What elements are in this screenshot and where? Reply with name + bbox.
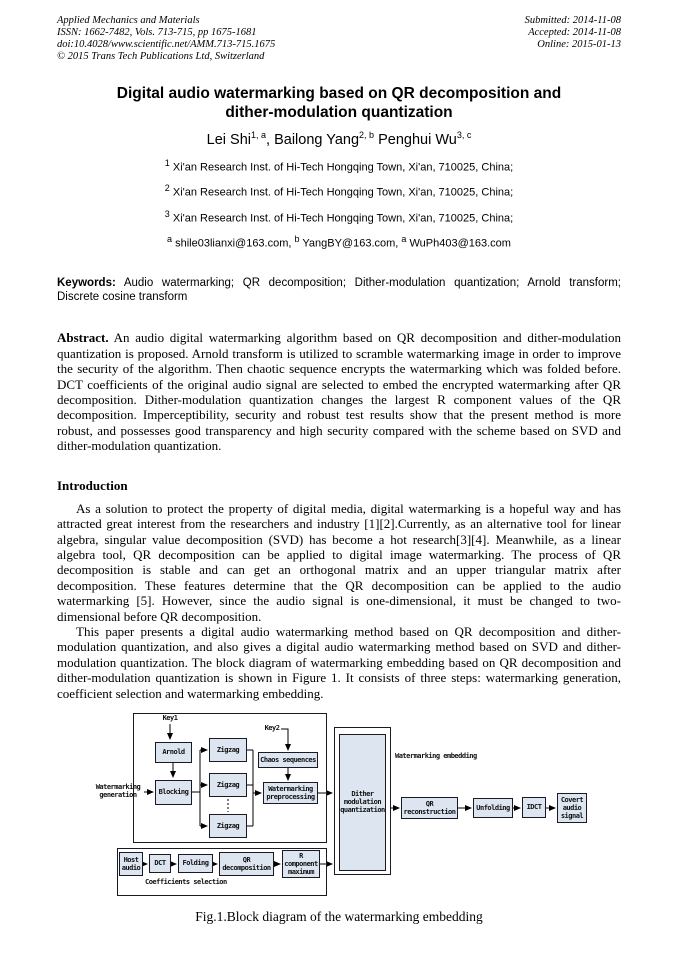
diagram-label-watermarking-embedding: Watermarking embedding bbox=[395, 751, 477, 760]
journal-doi: doi:10.4028/www.scientific.net/AMM.713-7… bbox=[57, 39, 276, 50]
diagram-box-chaos-sequences: Chaos sequences bbox=[258, 751, 318, 768]
email-address: YangBY@163.com, bbox=[299, 237, 399, 250]
figure-block-diagram: Key1 Key2 Watermarking generation Waterm… bbox=[95, 710, 595, 902]
author-name: Bailong Yang bbox=[274, 131, 360, 148]
keywords-label: Keywords: bbox=[57, 277, 116, 290]
diagram-box-watermarking-preprocessing: Watermarking preprocessing bbox=[263, 781, 318, 804]
paper-title: Digital audio watermarking based on QR d… bbox=[116, 85, 562, 121]
journal-copyright: © 2015 Trans Tech Publications Ltd, Swit… bbox=[57, 51, 265, 62]
affiliation-line: 1 Xi'an Research Inst. of Hi-Tech Hongqi… bbox=[164, 157, 514, 174]
section-heading-introduction: Introduction bbox=[57, 477, 128, 493]
email-line: a shile03lianxi@163.com, b YangBY@163.co… bbox=[167, 233, 511, 250]
diagram-box-arnold: Arnold bbox=[155, 741, 192, 763]
intro-paragraph-1: As a solution to protect the property of… bbox=[57, 500, 621, 624]
diagram-box-unfolding: Unfolding bbox=[473, 797, 513, 818]
journal-name: Applied Mechanics and Materials bbox=[57, 15, 200, 26]
abstract-label: Abstract. bbox=[57, 330, 109, 346]
email-address: shile03lianxi@163.com, bbox=[172, 237, 292, 250]
figure-caption: Fig.1.Block diagram of the watermarking … bbox=[195, 908, 483, 924]
author-sup: 2, b bbox=[359, 130, 375, 140]
diagram-group-coefficients-selection bbox=[117, 847, 327, 896]
diagram-box-zigzag-1: Zigzag bbox=[209, 737, 247, 762]
diagram-box-r-component-maximum: R component maximum bbox=[282, 849, 320, 878]
diagram-label-watermarking-generation: Watermarking generation bbox=[95, 782, 141, 799]
diagram-box-dither-modulation-quantization: Dither modulation quantization bbox=[339, 733, 386, 871]
diagram-box-qr-decomposition: QR decomposition bbox=[219, 851, 274, 876]
diagram-box-qr-reconstruction: QR reconstruction bbox=[401, 796, 458, 819]
diagram-box-blocking: Blocking bbox=[155, 779, 192, 805]
abstract-paragraph: Abstract. An audio digital watermarking … bbox=[57, 330, 621, 454]
page-header: Applied Mechanics and Materials ISSN: 16… bbox=[57, 0, 621, 63]
diagram-label-key1: Key1 bbox=[162, 713, 178, 722]
journal-issn: ISSN: 1662-7482, Vols. 713-715, pp 1675-… bbox=[57, 27, 257, 38]
diagram-box-dct: DCT bbox=[149, 853, 171, 873]
affiliation-line: 3 Xi'an Research Inst. of Hi-Tech Hongqi… bbox=[164, 209, 514, 225]
author-sup: 1, a bbox=[251, 130, 267, 140]
diagram-connectors bbox=[141, 723, 556, 867]
affiliation-line: 2 Xi'an Research Inst. of Hi-Tech Hongqi… bbox=[164, 183, 514, 200]
date-online: Online: 2015-01-13 bbox=[537, 39, 621, 50]
author-line: Lei Shi1, a, Bailong Yang2, b Penghui Wu… bbox=[206, 130, 472, 148]
author-sup: 3, c bbox=[456, 130, 472, 140]
email-address: WuPh403@163.com bbox=[406, 237, 511, 250]
author-name: Lei Shi bbox=[206, 131, 252, 148]
date-accepted: Accepted: 2014-11-08 bbox=[528, 27, 621, 38]
diagram-box-zigzag-2: Zigzag bbox=[209, 772, 247, 797]
diagram-box-covert-audio-signal: Covert audio signal bbox=[557, 792, 587, 823]
date-submitted: Submitted: 2014-11-08 bbox=[524, 15, 621, 26]
submission-dates: Submitted: 2014-11-08 Accepted: 2014-11-… bbox=[525, 15, 621, 63]
diagram-label-coefficients-selection: Coefficients selection bbox=[145, 877, 227, 886]
diagram-box-folding: Folding bbox=[178, 853, 213, 873]
diagram-group-watermarking-generation bbox=[133, 712, 327, 843]
diagram-box-idct: IDCT bbox=[522, 796, 546, 818]
diagram-box-host-audio: Host audio bbox=[119, 851, 143, 876]
journal-info: Applied Mechanics and Materials ISSN: 16… bbox=[57, 15, 275, 63]
diagram-label-key2: Key2 bbox=[264, 723, 280, 732]
keywords-paragraph: Keywords: Audio watermarking; QR decompo… bbox=[57, 277, 621, 304]
intro-paragraph-2: This paper presents a digital audio wate… bbox=[57, 623, 621, 701]
diagram-box-zigzag-3: Zigzag bbox=[209, 813, 247, 838]
author-name: Penghui Wu bbox=[378, 131, 457, 148]
